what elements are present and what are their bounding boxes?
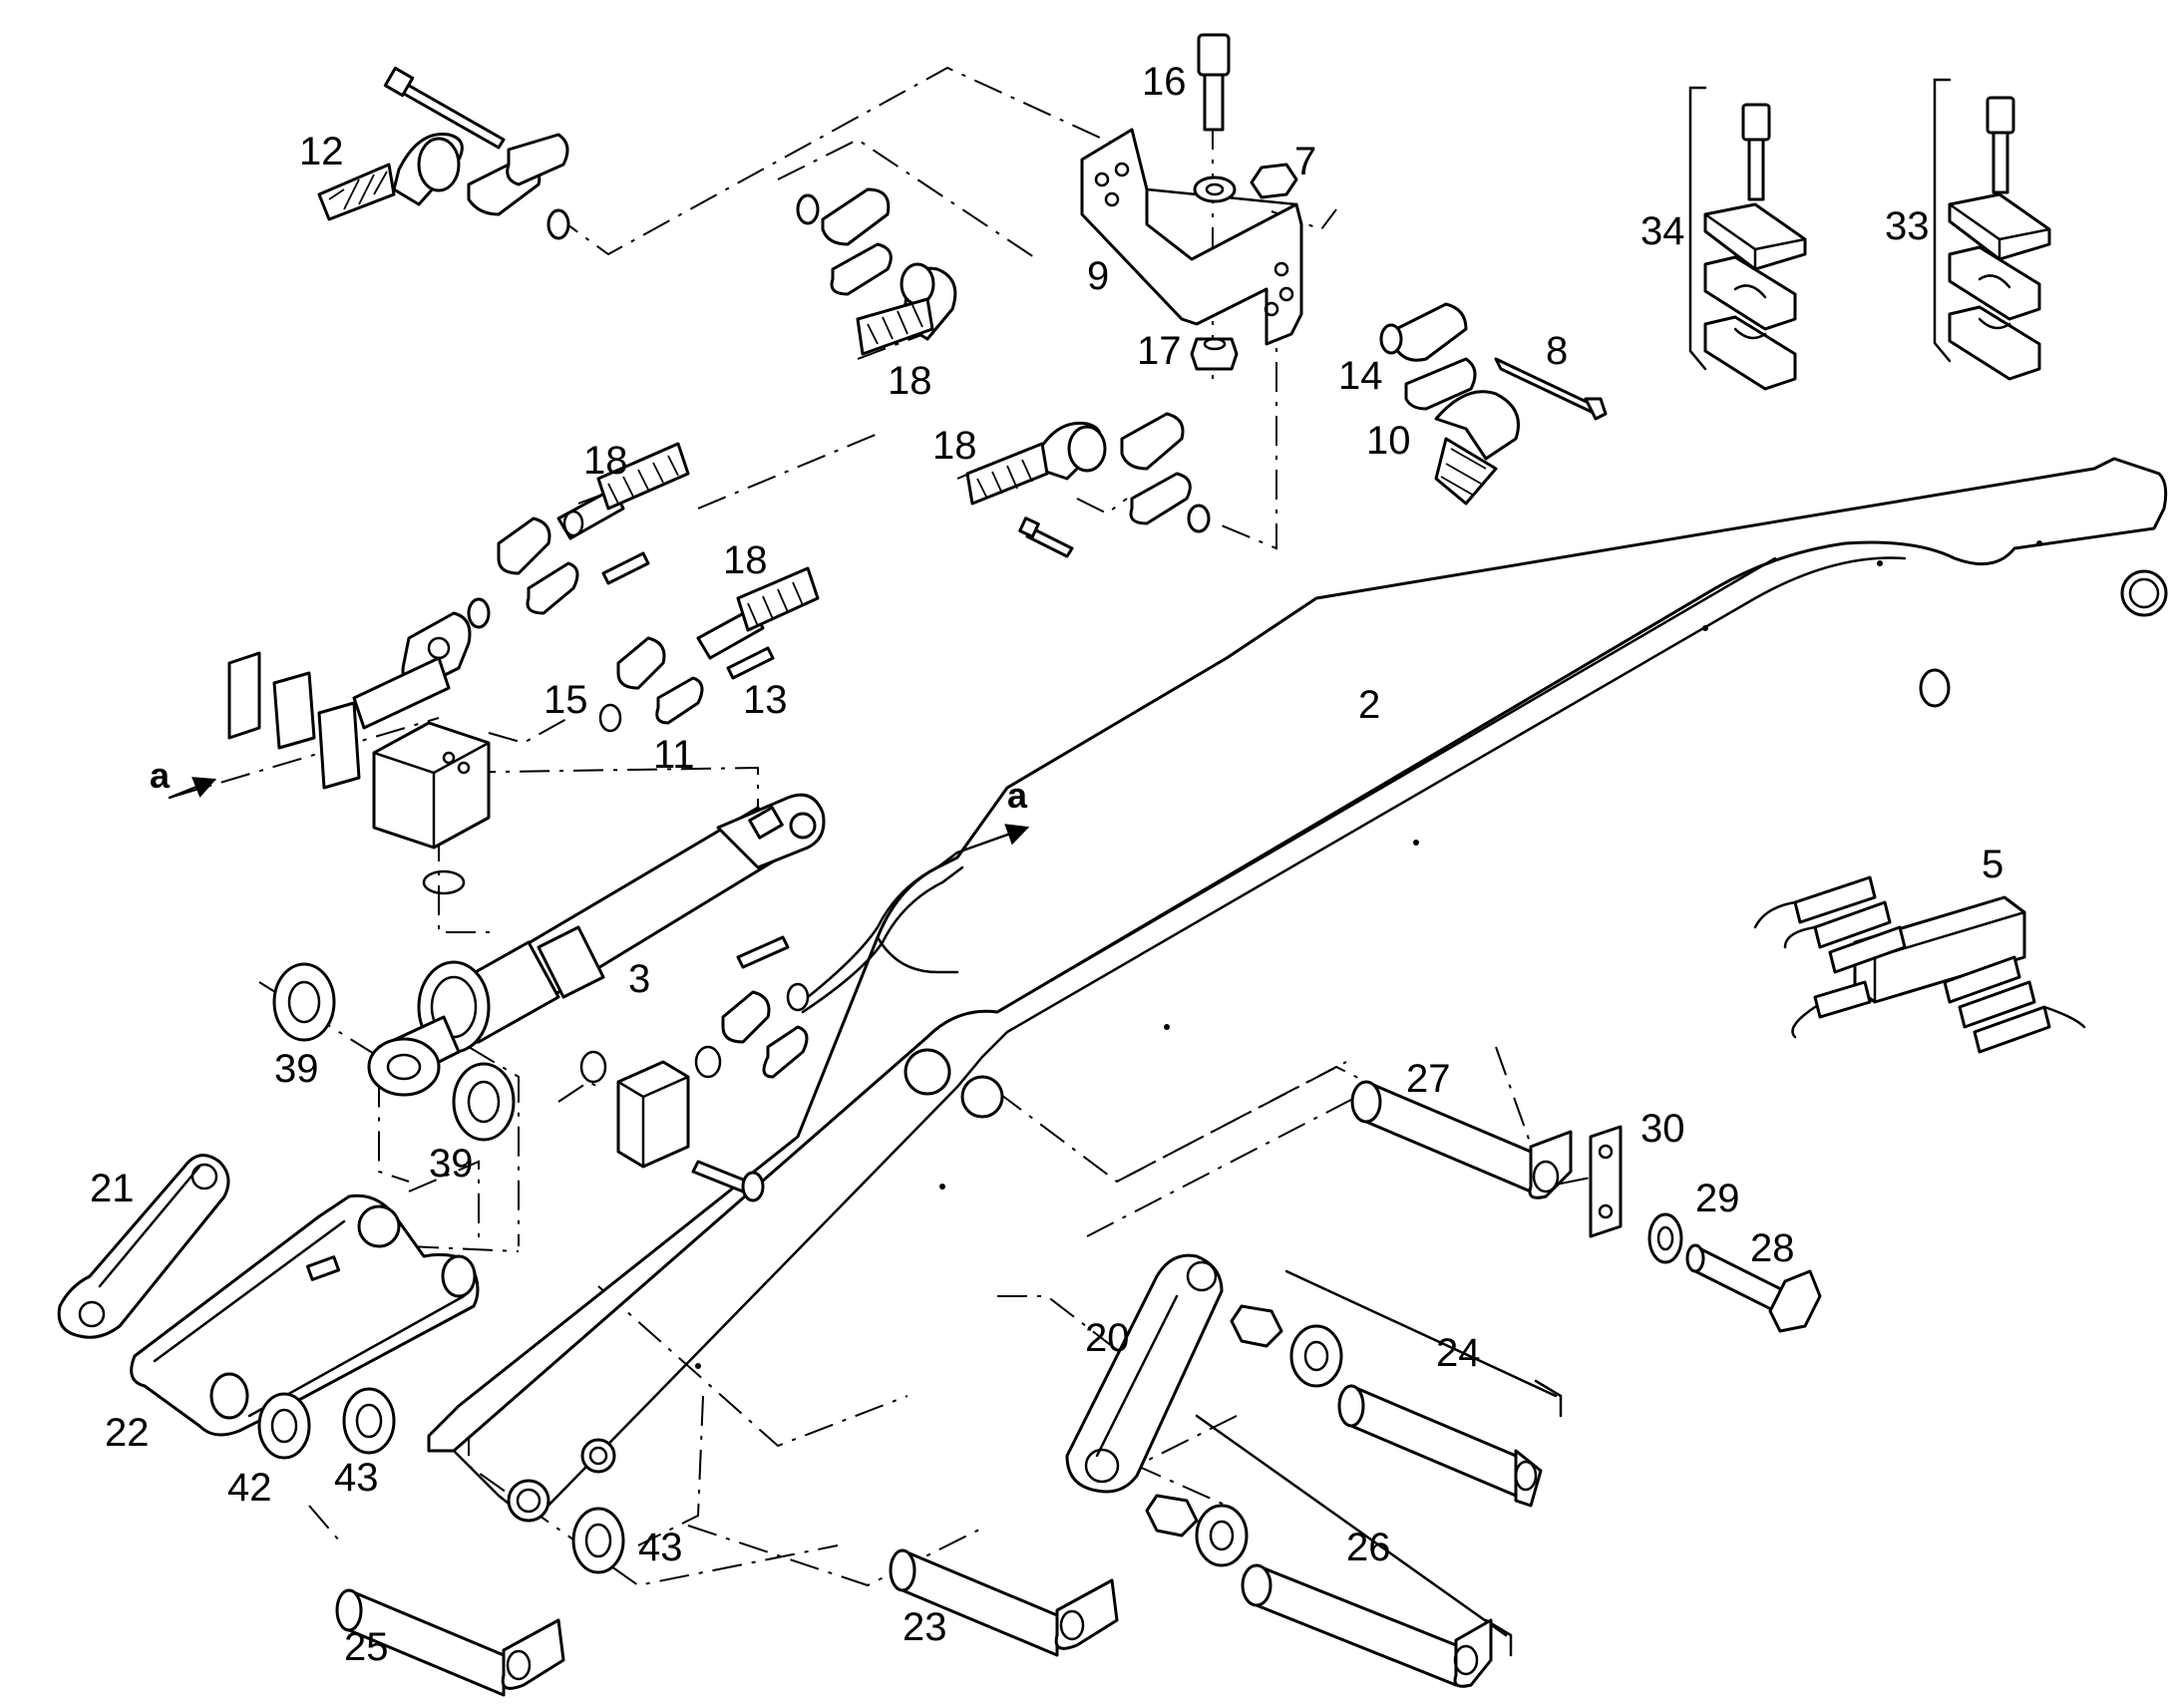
clamp-34 bbox=[1703, 103, 1807, 391]
label-11: 11 bbox=[653, 733, 695, 777]
label-14: 14 bbox=[1338, 354, 1383, 398]
label-17: 17 bbox=[1137, 329, 1182, 373]
label-43b: 43 bbox=[638, 1526, 683, 1569]
label-10: 10 bbox=[1366, 419, 1411, 463]
label-21: 21 bbox=[90, 1167, 135, 1210]
flange-11 bbox=[616, 566, 820, 725]
flow-arrows bbox=[168, 777, 1030, 854]
label-8: 8 bbox=[1546, 329, 1568, 373]
label-26: 26 bbox=[1346, 1526, 1391, 1569]
nut-17 bbox=[1190, 337, 1239, 371]
plate-30 bbox=[1589, 1125, 1623, 1238]
link-22 bbox=[130, 1194, 480, 1437]
grouping-brackets bbox=[1195, 78, 1952, 1657]
pin-25 bbox=[335, 1588, 565, 1697]
hydraulic-cylinder bbox=[367, 793, 826, 1097]
label-42: 42 bbox=[227, 1466, 272, 1510]
label-16: 16 bbox=[1142, 60, 1187, 104]
pin-27 bbox=[1350, 1080, 1573, 1199]
flange-lower bbox=[721, 851, 964, 1079]
flange-10 bbox=[1379, 302, 1608, 506]
clamp-33 bbox=[1948, 96, 2051, 381]
flange-block bbox=[227, 611, 472, 790]
label-13: 13 bbox=[743, 678, 788, 722]
label-30: 30 bbox=[1640, 1107, 1685, 1151]
link-21 bbox=[57, 1154, 230, 1339]
bracket-9 bbox=[1080, 128, 1303, 346]
distributor-block bbox=[1753, 875, 2086, 1054]
label-3: 3 bbox=[628, 957, 650, 1001]
flow-marker-a-right: a bbox=[1007, 775, 1028, 816]
label-15: 15 bbox=[544, 678, 588, 722]
label-25: 25 bbox=[344, 1625, 389, 1669]
valve-block-lower bbox=[616, 1060, 765, 1202]
o-rings bbox=[422, 193, 1403, 1084]
label-18b: 18 bbox=[583, 439, 628, 483]
flange-mid bbox=[965, 412, 1211, 558]
flange-left bbox=[467, 442, 690, 629]
label-28: 28 bbox=[1750, 1226, 1795, 1270]
label-18c: 18 bbox=[932, 424, 977, 468]
flange-12 bbox=[317, 66, 570, 240]
label-23: 23 bbox=[903, 1605, 947, 1649]
label-39b: 39 bbox=[429, 1142, 474, 1186]
washer-bracket bbox=[1193, 175, 1237, 203]
label-18a: 18 bbox=[888, 359, 932, 403]
label-22: 22 bbox=[105, 1411, 150, 1455]
label-43a: 43 bbox=[334, 1456, 379, 1500]
label-18d: 18 bbox=[723, 538, 768, 582]
label-27: 27 bbox=[1406, 1057, 1451, 1101]
nut-7 bbox=[1250, 163, 1298, 199]
link-20 bbox=[1065, 1253, 1224, 1494]
label-39a: 39 bbox=[274, 1047, 319, 1091]
label-5: 5 bbox=[1982, 843, 2003, 886]
flow-marker-a-left: a bbox=[150, 755, 171, 796]
flange-upper bbox=[796, 187, 957, 356]
label-20: 20 bbox=[1085, 1316, 1130, 1360]
pin-26 bbox=[1241, 1563, 1493, 1688]
bolt-28 bbox=[1685, 1243, 1822, 1333]
bolt-16 bbox=[1197, 33, 1231, 132]
label-7: 7 bbox=[1294, 140, 1316, 183]
label-24: 24 bbox=[1436, 1331, 1481, 1375]
label-34: 34 bbox=[1640, 209, 1685, 253]
spacers bbox=[257, 962, 1343, 1574]
callout-labels: 2 3 5 7 8 9 10 11 12 13 14 15 16 17 18 1… bbox=[90, 60, 2003, 1669]
pin-23 bbox=[889, 1548, 1119, 1657]
label-29: 29 bbox=[1695, 1177, 1740, 1220]
pin-24 bbox=[1337, 1384, 1543, 1508]
washer-29 bbox=[1647, 1212, 1683, 1264]
label-12: 12 bbox=[299, 130, 344, 173]
valve-block-upper bbox=[372, 721, 491, 850]
label-2: 2 bbox=[1358, 683, 1380, 727]
label-33: 33 bbox=[1885, 204, 1930, 248]
label-9: 9 bbox=[1087, 254, 1109, 298]
